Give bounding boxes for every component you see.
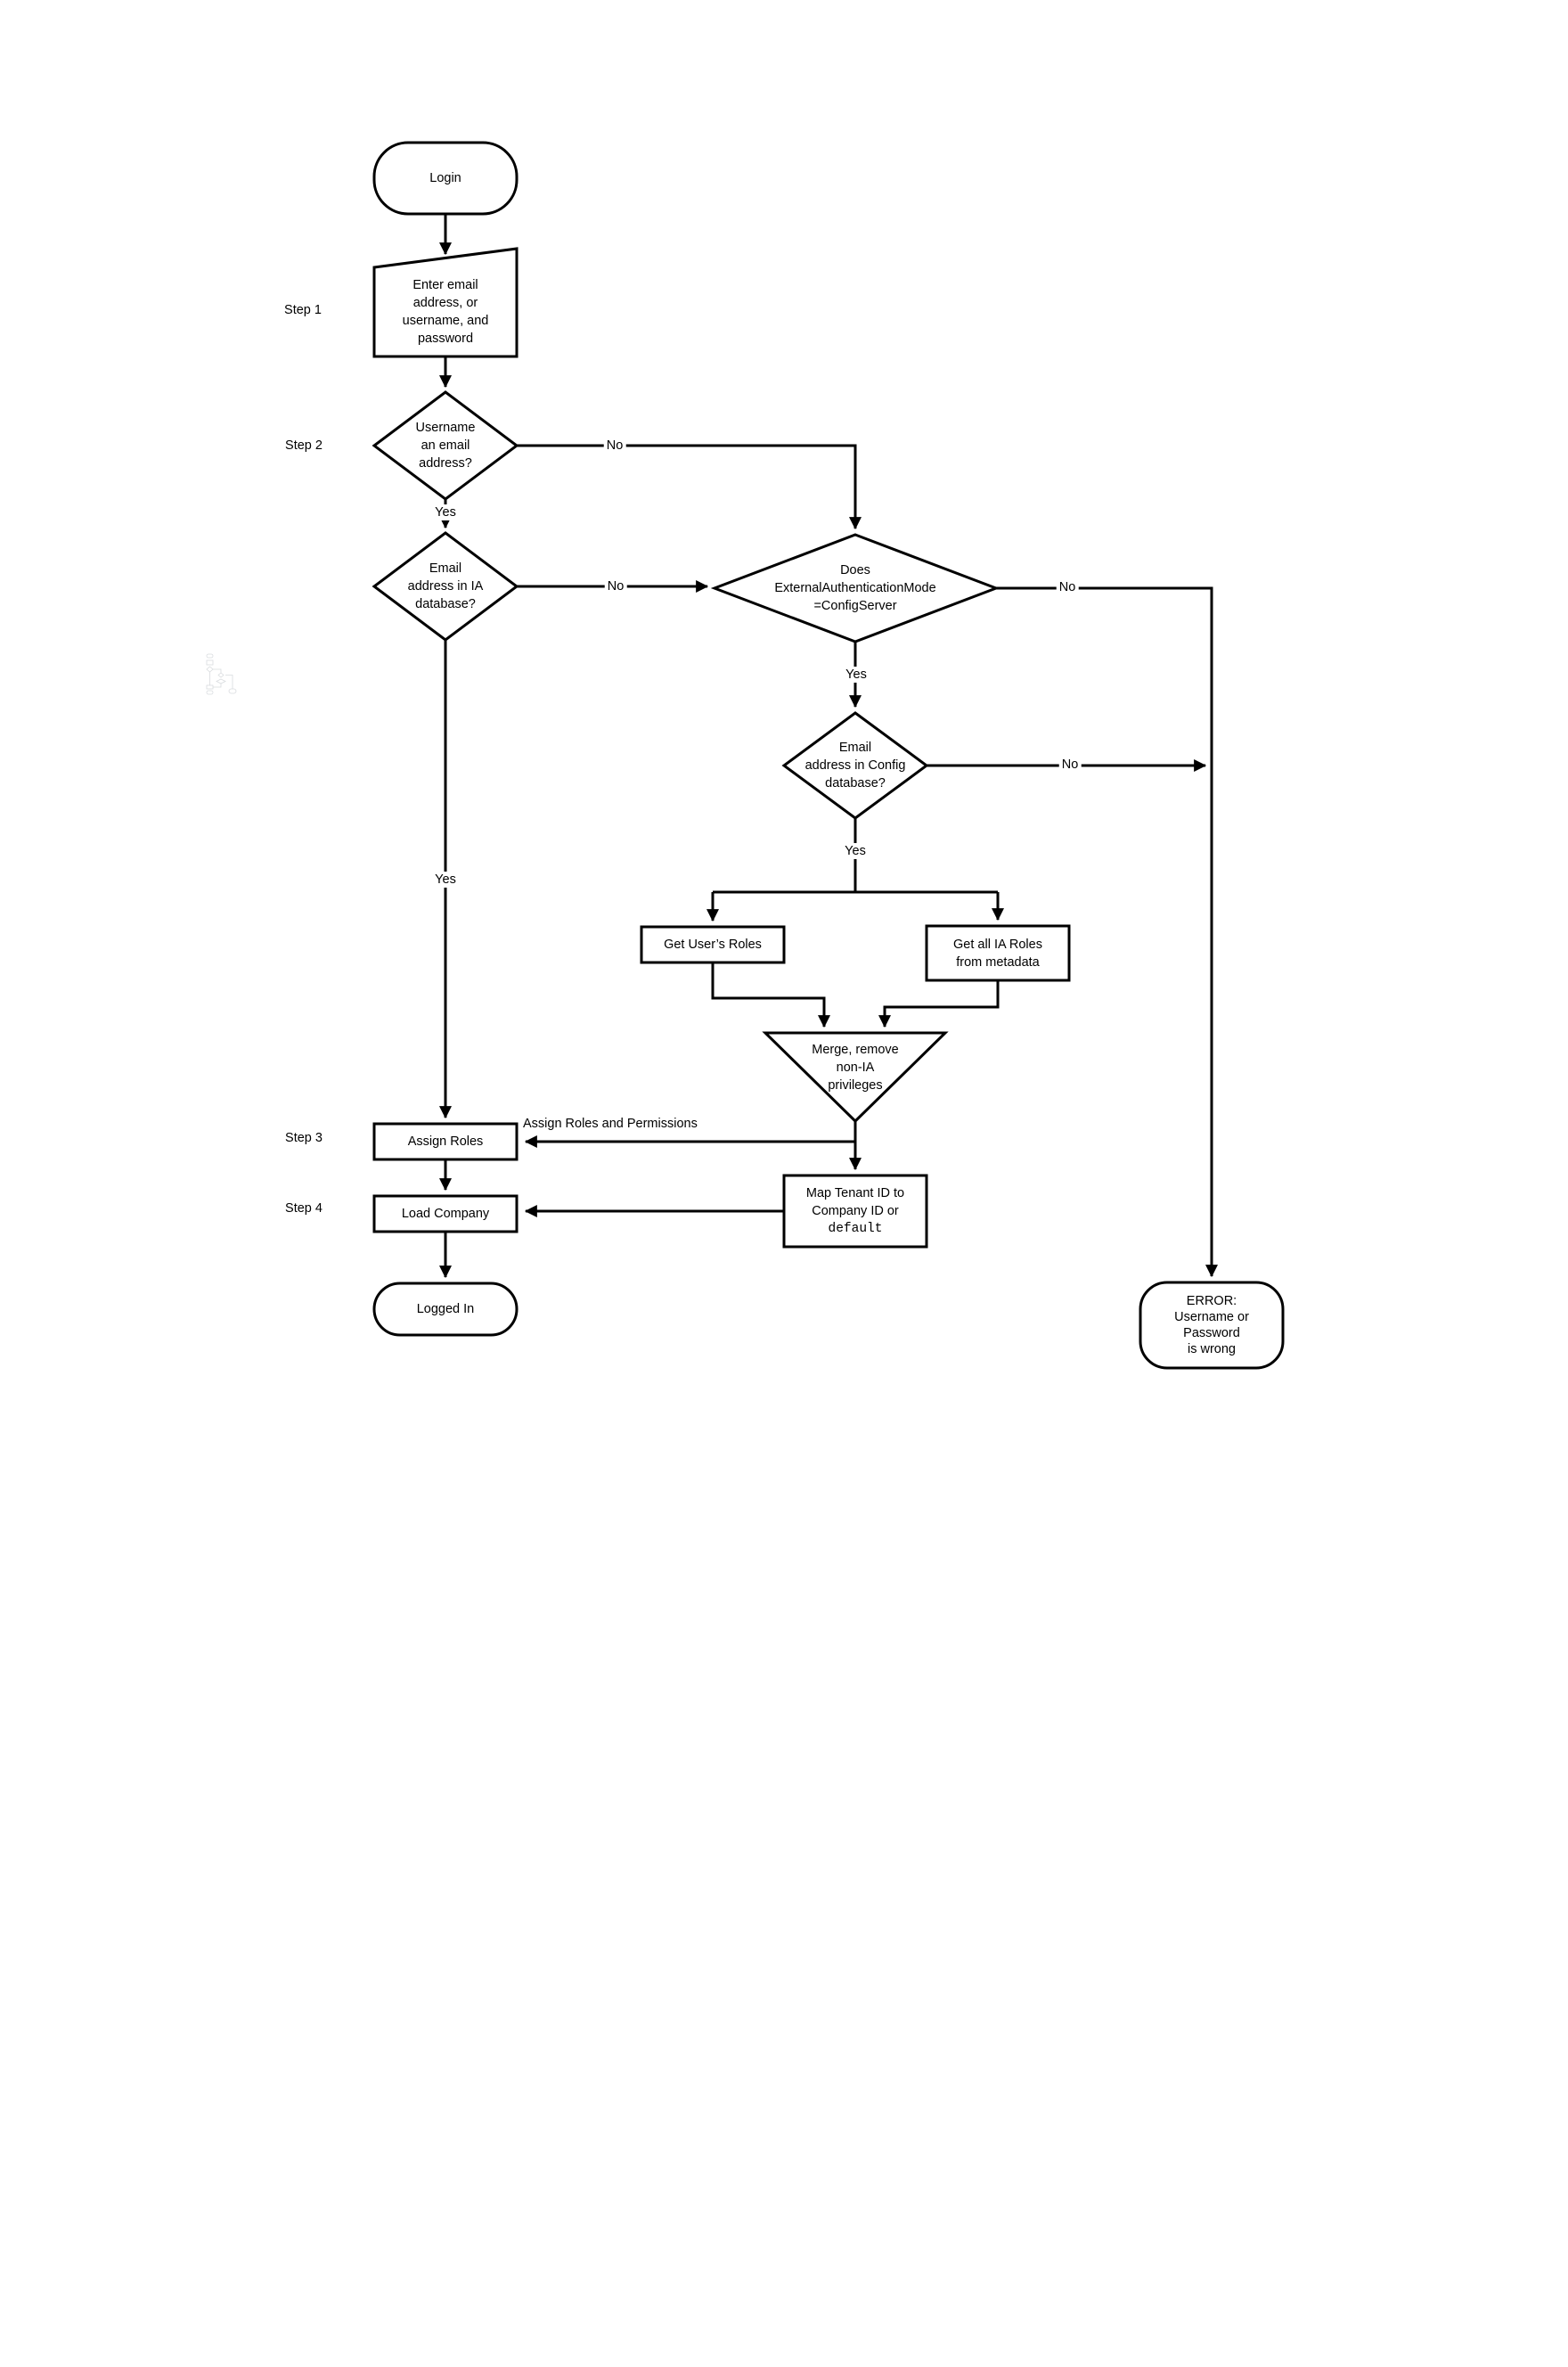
watermark-thumbnail	[206, 653, 237, 695]
edge-label-assign-permissions: Assign Roles and Permissions	[523, 1117, 698, 1131]
edge-label-configdb-no: No	[1058, 757, 1082, 773]
merge-privileges-shape	[762, 1031, 949, 1124]
edge-label-username-yes: Yes	[432, 504, 459, 520]
edge-label-configdb-yes: Yes	[842, 843, 869, 859]
error-terminator-shape	[1139, 1281, 1285, 1370]
login-terminator-shape	[372, 141, 519, 216]
step-3-label: Step 3	[285, 1131, 323, 1145]
config-database-decision-shape	[781, 711, 929, 820]
edge-label-iadb-yes: Yes	[432, 872, 459, 888]
edge-label-username-no: No	[603, 438, 626, 454]
edge-user-roles-to-merge	[711, 962, 830, 1028]
node-shapes	[372, 141, 1285, 1370]
edge-label-iadb-no: No	[604, 578, 627, 594]
enter-credentials-manual-input-shape	[372, 247, 519, 358]
edge-ia-roles-to-merge	[878, 980, 1000, 1028]
step-2-label: Step 2	[285, 438, 323, 453]
username-email-decision-shape	[372, 390, 519, 501]
ia-database-decision-shape	[372, 531, 519, 642]
logged-in-terminator-shape	[372, 1282, 519, 1337]
step-1-label: Step 1	[284, 303, 322, 317]
external-auth-decision-shape	[710, 533, 1000, 643]
map-tenant-process-shape	[782, 1174, 928, 1249]
get-user-roles-process-shape	[640, 925, 786, 964]
edge-username-no	[517, 444, 862, 530]
edge-label-extauth-no: No	[1056, 579, 1079, 595]
load-company-process-shape	[372, 1194, 519, 1233]
edge-label-extauth-yes: Yes	[843, 667, 870, 683]
step-4-label: Step 4	[285, 1201, 323, 1216]
assign-roles-process-shape	[372, 1122, 519, 1161]
get-ia-roles-process-shape	[925, 924, 1071, 982]
